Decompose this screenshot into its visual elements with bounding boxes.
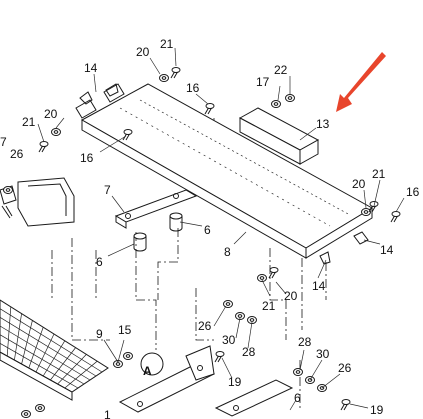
washer-bottom-left xyxy=(35,404,45,412)
washer-20-top xyxy=(159,74,169,82)
bracket-7 xyxy=(114,189,198,229)
callout-7-edge: 7 xyxy=(0,135,7,149)
callout-8: 8 xyxy=(224,245,231,259)
washer-20-lower xyxy=(257,274,267,282)
bracket-14-parts xyxy=(79,83,369,265)
callout-20-right: 20 xyxy=(352,177,366,191)
callout-6-right: 6 xyxy=(204,223,211,237)
callout-21-left: 21 xyxy=(22,115,36,129)
washer-17 xyxy=(271,100,281,108)
washer-22 xyxy=(285,94,295,102)
callout-20-top: 20 xyxy=(136,45,150,59)
callout-26-left: 26 xyxy=(10,147,24,161)
callout-A: A xyxy=(143,364,152,378)
washer-bottom-left-2 xyxy=(21,410,31,418)
washer-30-mid xyxy=(235,312,245,320)
callout-14-right: 14 xyxy=(380,243,394,257)
leader-lines xyxy=(37,47,405,411)
callout-13: 13 xyxy=(316,117,330,131)
bottom-bracket-right xyxy=(214,379,294,417)
washer-26-left xyxy=(3,186,13,194)
main-panel-8 xyxy=(75,83,373,259)
callout-17: 17 xyxy=(256,75,270,89)
grate-panel xyxy=(0,299,109,401)
screw-21-top xyxy=(170,67,181,79)
assembly-guide-lines xyxy=(51,118,327,410)
callout-16-top: 16 xyxy=(186,81,200,95)
screw-19-mid xyxy=(214,351,225,363)
screw-21-lower xyxy=(268,267,279,279)
callout-19-bottom: 19 xyxy=(370,403,384,417)
callout-20-lower: 20 xyxy=(284,289,298,303)
callout-19-mid: 19 xyxy=(228,375,242,389)
callout-28-right: 28 xyxy=(298,335,312,349)
callout-26-mid: 26 xyxy=(198,319,212,333)
callout-14-lower: 14 xyxy=(312,279,326,293)
callout-26-right: 26 xyxy=(338,361,352,375)
callout-30-right: 30 xyxy=(316,347,330,361)
spacer-6-parts xyxy=(133,212,183,252)
fasteners xyxy=(3,67,401,418)
washer-20-right xyxy=(361,208,371,216)
callout-20-left: 20 xyxy=(44,107,58,121)
callout-16-mid: 16 xyxy=(80,151,94,165)
screw-21-right xyxy=(368,201,379,213)
cover-13 xyxy=(238,107,320,165)
callout-14-left: 14 xyxy=(84,61,98,75)
washer-26-mid xyxy=(223,300,233,308)
screw-16-right xyxy=(390,211,401,223)
callout-21-top: 21 xyxy=(160,37,174,51)
clamp-left xyxy=(0,177,75,227)
callout-15: 15 xyxy=(118,323,132,337)
washer-20-left xyxy=(51,128,61,136)
washer-15 xyxy=(123,352,133,360)
callout-21-lower: 21 xyxy=(262,299,276,313)
bottom-bracket-left xyxy=(118,345,216,413)
callout-1-bottom: 1 xyxy=(104,408,111,419)
callout-7: 7 xyxy=(104,183,111,197)
callout-6-left: 6 xyxy=(96,255,103,269)
washer-28-right xyxy=(293,368,303,376)
detail-A-circle xyxy=(140,352,164,376)
screw-21-left xyxy=(38,141,49,153)
screw-19-bottom xyxy=(340,399,351,411)
callout-28-mid: 28 xyxy=(242,345,256,359)
callout-6-bottom: 6 xyxy=(294,391,301,405)
washer-9 xyxy=(113,360,123,368)
screw-16-top xyxy=(204,103,215,115)
washer-28-mid xyxy=(247,316,257,324)
red-pointer-arrow xyxy=(336,52,386,112)
callout-16-right: 16 xyxy=(406,185,420,199)
callout-22: 22 xyxy=(274,63,288,77)
callout-30-mid: 30 xyxy=(222,333,236,347)
callout-9: 9 xyxy=(96,327,103,341)
callout-21-right: 21 xyxy=(372,167,386,181)
